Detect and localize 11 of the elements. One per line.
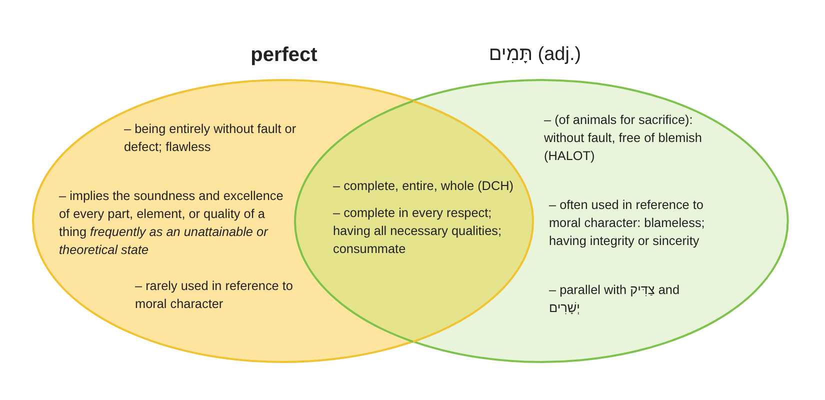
definition-text: – rarely used in reference to moral character: [135, 278, 294, 313]
definition-text: – (of animals for sacrifice): without fault, free of blemish (HALOT): [544, 112, 703, 166]
heading: perfect: [250, 43, 318, 67]
heading: תָּמִים (adj.): [488, 43, 582, 68]
overlap-region: [294, 100, 534, 342]
definition-text: – often used in reference to moral character: blameless; having integrity or sincerity: [548, 196, 706, 250]
definition-text: – implies the soundness and excellence of every part, element, or quality of a thing frequently as an unattainable or theoretical state: [59, 188, 284, 259]
definition-text: – being entirely without fault or defect; flawless: [124, 120, 298, 156]
definition-text: – parallel with צַדִּיק and יְשָׁרִים: [548, 282, 681, 317]
definition-text: – complete, entire, whole (DCH): [333, 178, 514, 196]
definition-text: – complete in every respect; having all necessary qualities; consummate: [333, 204, 503, 258]
